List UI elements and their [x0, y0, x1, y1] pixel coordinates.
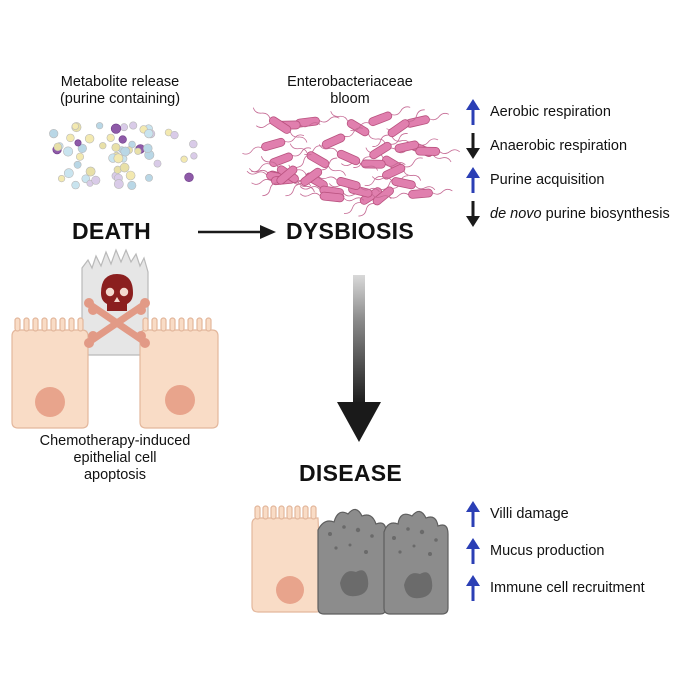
nucleus-left: [35, 387, 65, 417]
metabolite-dot: [134, 147, 142, 155]
bacterium-rod: [372, 109, 425, 147]
metabolite-dot: [180, 155, 188, 163]
damaged-cell-2: [383, 510, 449, 615]
death-title: DEATH: [72, 218, 152, 244]
metabolite-dot: [57, 175, 66, 183]
change-de-novo-purine-biosynthesis: de novo purine biosynthesis: [466, 201, 680, 229]
change-anaerobic-respiration: Anaerobic respiration: [466, 133, 680, 161]
change-aerobic-respiration: Aerobic respiration: [466, 99, 680, 127]
up-arrow-icon: [466, 538, 480, 564]
bacterium-rod: [299, 191, 365, 203]
disease-title: DISEASE: [299, 460, 403, 486]
metabolite-dot: [170, 131, 179, 140]
apoptosis-caption: Chemotherapy-induced epithelial cell apo…: [39, 433, 191, 483]
metabolite-dot: [145, 173, 153, 182]
metabolite-dot: [53, 142, 62, 152]
up-arrow-icon: [466, 501, 480, 527]
metabolite-dot: [71, 180, 80, 190]
bacterium-rod: [318, 144, 379, 171]
metabolite-dot: [74, 139, 82, 147]
metabolite-dot: [66, 133, 75, 143]
down-arrow-icon: [466, 133, 480, 159]
metabolite-dot: [118, 135, 127, 144]
metabolite-dot: [95, 122, 104, 130]
change-mucus-production: Mucus production: [466, 538, 680, 566]
metabolite-dot: [85, 166, 96, 177]
metabolite-dot: [76, 152, 85, 161]
bacterium-rod: [371, 176, 436, 191]
metabolite-dot: [71, 122, 79, 130]
metabolite-dot: [119, 162, 130, 173]
metabolite-dot: [153, 159, 162, 168]
skull-crossbones-icon: [84, 274, 150, 348]
bacterium-rod: [388, 188, 453, 199]
up-arrow-icon: [466, 167, 480, 193]
metabolite-dot: [189, 139, 198, 149]
metabolite-dot: [77, 143, 87, 153]
metabolite-dot: [63, 168, 74, 179]
dysbiosis-title: DYSBIOSIS: [286, 218, 414, 244]
bacterium-rod: [289, 143, 346, 176]
bacterium-rod: [252, 107, 308, 143]
metabolite-dot: [143, 143, 153, 154]
down-arrow-icon: [466, 201, 480, 227]
bacterium-rod: [350, 106, 411, 132]
healthy-epithelial-cell-left: [11, 317, 89, 429]
bacterium-rod: [353, 133, 408, 168]
bacterium-rod: [317, 174, 380, 193]
metabolite-dot: [84, 134, 95, 144]
metabolite-dot: [63, 146, 74, 157]
change-villi-damage: Villi damage: [466, 501, 680, 529]
metabolite-dot: [99, 142, 107, 150]
metabolite-dot: [184, 172, 194, 183]
metabolite-dot: [113, 179, 124, 189]
damaged-cell-1: [317, 508, 387, 615]
bacterium-rod: [242, 134, 305, 155]
nucleus-right: [165, 385, 195, 415]
bloom-label: Enterobacteriaceae bloom: [287, 74, 413, 107]
healthy-epithelial-cell-right: [139, 317, 219, 429]
healthy-epithelial-cell: [251, 505, 323, 613]
metabolite-dot: [73, 160, 82, 169]
metabolite-dot: [110, 123, 122, 134]
metabolite-dot: [111, 142, 121, 152]
bacterium-rod: [262, 154, 312, 197]
metabolite-dot: [144, 129, 154, 139]
bacterium-rod: [364, 157, 423, 186]
metabolite-dot: [113, 153, 124, 164]
metabolite-dot: [49, 129, 59, 139]
change-immune-cell-recruitment: Immune cell recruitment: [466, 575, 680, 603]
metabolite-dot: [91, 175, 101, 185]
metabolite-dot: [120, 146, 131, 157]
metabolite-release-label: Metabolite release (purine containing): [59, 74, 181, 107]
up-arrow-icon: [466, 575, 480, 601]
metabolite-dot: [129, 121, 138, 130]
metabolite-dot: [190, 152, 198, 160]
change-purine-acquisition: Purine acquisition: [466, 167, 680, 195]
metabolite-dot: [125, 170, 136, 181]
metabolite-dot: [127, 180, 137, 190]
metabolite-dot: [106, 133, 115, 142]
bacterium-rod: [285, 157, 338, 197]
up-arrow-icon: [466, 99, 480, 125]
